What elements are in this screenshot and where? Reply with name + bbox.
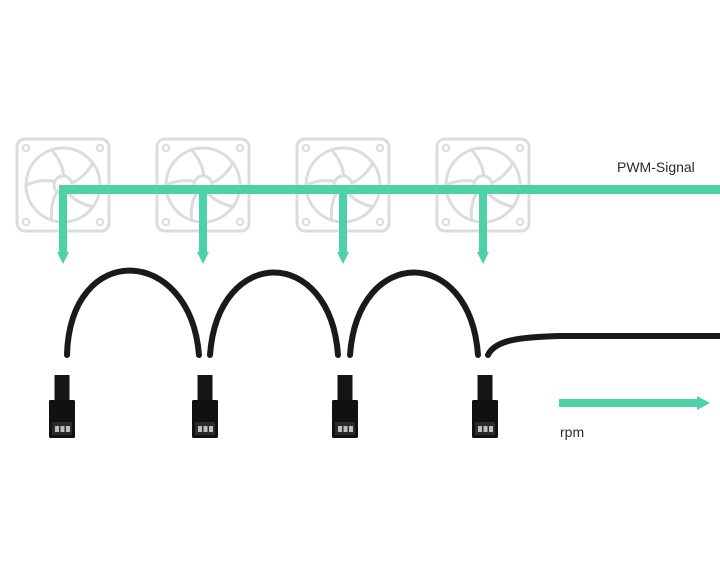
splitter-cable — [64, 267, 720, 358]
fan-connector-icon-3 — [332, 375, 358, 438]
cable-main-lead — [485, 333, 720, 358]
pwm-signal-bus — [57, 185, 720, 264]
fan-connector-icon-4 — [472, 375, 498, 438]
rpm-label: rpm — [560, 424, 585, 440]
pwm-signal-line — [59, 185, 720, 194]
pwm-drop-3 — [337, 185, 349, 264]
pwm-signal-label: PWM-Signal — [617, 159, 695, 175]
pwm-drop-4 — [477, 185, 489, 264]
cable-loop-1 — [64, 267, 202, 358]
pwm-drop-2 — [197, 185, 209, 264]
cable-loop-3 — [347, 269, 481, 358]
rpm-signal-arrow — [559, 396, 710, 410]
fan-connector-icon-1 — [49, 375, 75, 438]
fan-connector-icon-2 — [192, 375, 218, 438]
pwm-drop-1 — [57, 185, 69, 264]
cable-loop-2 — [207, 269, 341, 358]
